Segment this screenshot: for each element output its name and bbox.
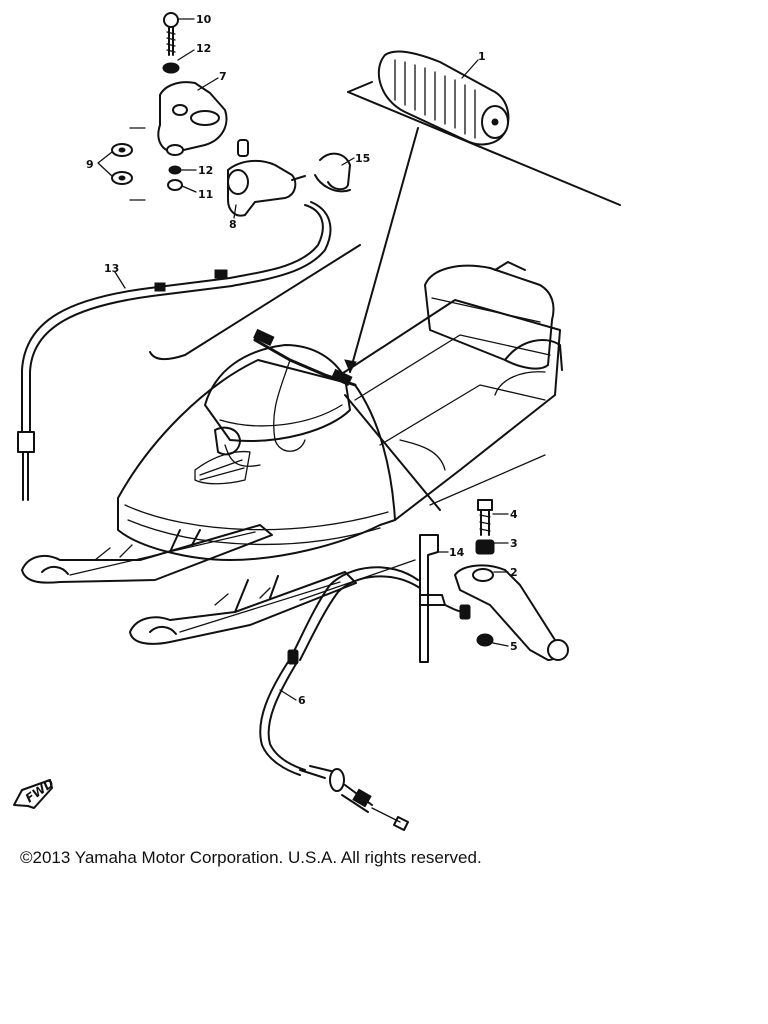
hand-grip [344,50,621,374]
callout-10: 10 [196,13,212,26]
brake-cable [259,566,421,831]
callout-4: 4 [510,508,518,521]
callout-11: 11 [198,188,213,201]
callout-7: 7 [219,70,227,83]
snowmobile-body [21,261,563,645]
throttle-housing [111,12,351,217]
brake-assembly [299,394,569,663]
callout-9: 9 [86,158,94,171]
throttle-cable [17,201,361,501]
callout-8: 8 [229,218,237,231]
callout-12-top: 12 [196,42,211,55]
forward-direction-arrow: FWD [13,776,57,809]
callout-3: 3 [510,537,518,550]
callout-12-lower: 12 [198,164,213,177]
copyright-notice: ©2013 Yamaha Motor Corporation. U.S.A. A… [20,848,482,867]
callout-15: 15 [355,152,370,165]
callout-6: 6 [298,694,306,707]
callout-13: 13 [104,262,119,275]
callout-1: 1 [478,50,486,63]
part-callouts: 1 10 12 7 9 12 11 8 15 13 4 3 2 [86,13,518,707]
callout-14: 14 [449,546,465,559]
callout-2: 2 [510,566,518,579]
callout-5: 5 [510,640,518,653]
